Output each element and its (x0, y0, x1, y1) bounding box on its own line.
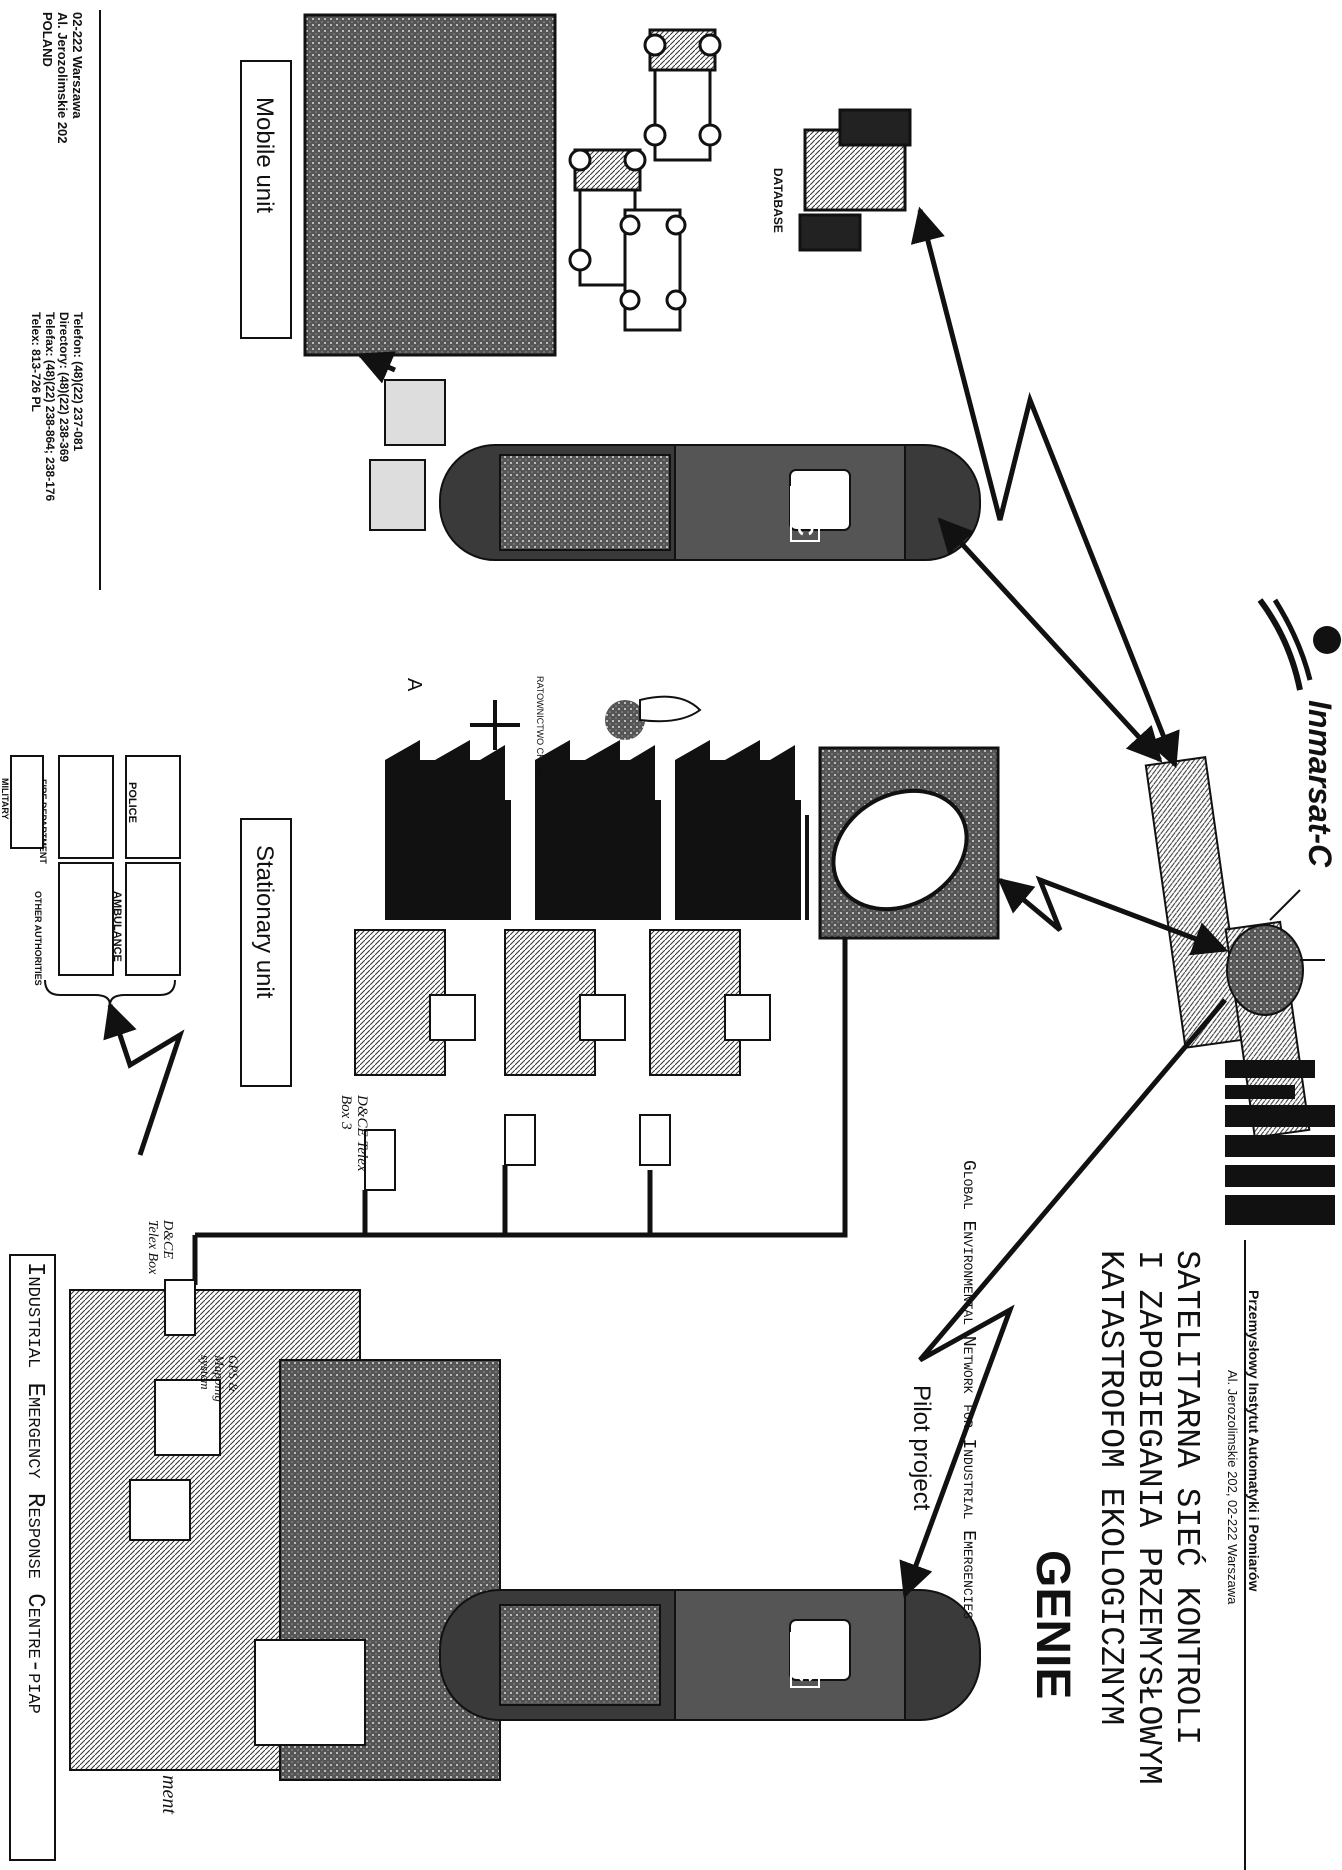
stationary-unit-label: Stationary unit (250, 845, 278, 998)
workstation-icon (355, 930, 475, 1190)
agency-police: POLICE (125, 755, 181, 859)
project-full-name: Global Environmental Network for Industr… (958, 1160, 978, 1619)
footer-address: 02-222 Warszawa Al. Jerozolimskie 202 PO… (40, 12, 85, 144)
factory-icon (385, 740, 511, 920)
truck-icon (621, 210, 685, 330)
agency-other-authorities: OTHER AUTHORITIES (58, 862, 114, 976)
link-terminal-photo (360, 355, 395, 370)
telex-box-3-label: D&CE Telex Box 3 (338, 1095, 370, 1185)
agency-fire-department: FIRE DEPARTMENT (58, 755, 114, 859)
equipment-tail-label: ment (157, 1775, 180, 1814)
emblem-text: RATOWNICTWO CHEMICZNE (535, 676, 545, 801)
title-line1: SATELITARNA SIEĆ KONTROLI (1167, 1250, 1205, 1785)
footer-phones: Telefon: (48)(22) 237-081 Directory: (48… (29, 312, 85, 501)
gps-label: GPS & Mapping system (198, 1355, 240, 1435)
mobile-unit-box: Mobile unit (240, 60, 292, 339)
title-line2: I ZAPOBIEGANIA PRZEMYSŁOWYM (1129, 1250, 1167, 1785)
mobile-unit-label: Mobile unit (250, 97, 278, 213)
jrc-label-mobile: JRC (790, 486, 820, 542)
footer-addr1: 02-222 Warszawa (70, 12, 85, 144)
workstation-icon (640, 930, 770, 1165)
mobile-unit-photo (305, 15, 555, 355)
database-computer-icon (800, 110, 910, 250)
telex-box-label: D&CE Telex Box (145, 1220, 175, 1290)
workstation-icon (505, 930, 625, 1165)
title-block: SATELITARNA SIEĆ KONTROLI I ZAPOBIEGANIA… (1091, 1250, 1205, 1785)
agency-military: MILITARY (10, 755, 44, 849)
jrc-terminal-mobile-icon (370, 380, 980, 560)
jrc-label-pilot: JRC (790, 1632, 820, 1688)
agency-ambulance: AMBULANCE (125, 862, 181, 976)
flame-icon (605, 697, 700, 740)
factory-icon (675, 740, 809, 920)
footer-addr2: Al. Jerozolimskie 202 (55, 12, 70, 144)
footer-tel4: Telex: 813-726 PL (29, 312, 43, 501)
control-centre-icon (70, 1280, 500, 1780)
cross-emblem-icon (470, 700, 520, 750)
institute-address: Al. Jerozolimskie 202, 02-222 Warszawa (1225, 1370, 1240, 1604)
inmarsat-logo-icon (1260, 600, 1341, 690)
footer-tel1: Telefon: (48)(22) 237-081 (71, 312, 85, 501)
truck-icon (645, 30, 720, 160)
satellite-icon (1146, 757, 1325, 1137)
footer-tel2: Directory: (48)(22) 238-369 (57, 312, 71, 501)
footer-tel3: Telefax: (48)(22) 238-864; 238-176 (43, 312, 57, 501)
inmarsat-label: Inmarsat-C (1301, 700, 1338, 867)
institute-name: Przemysłowy Instytut Automatyki i Pomiar… (1246, 1290, 1262, 1591)
response-centre-label: Industrial Emergency Response Centre-pia… (21, 1262, 48, 1714)
project-name: GENIE (1025, 1550, 1080, 1699)
stationary-unit-box: Stationary unit (240, 818, 292, 1087)
footer-addr3: POLAND (40, 12, 55, 144)
link-centre-agencies (110, 1005, 180, 1155)
jrc-terminal-pilot-icon (440, 1590, 980, 1720)
factory-icon (535, 740, 661, 920)
database-label: DATABASE (771, 168, 785, 233)
marker-a: A (402, 678, 425, 691)
pilot-project-label: Pilot project (907, 1385, 935, 1510)
agencies-brace (45, 980, 175, 1005)
title-line3: KATASTROFOM EKOLOGICZNYM (1091, 1250, 1129, 1785)
